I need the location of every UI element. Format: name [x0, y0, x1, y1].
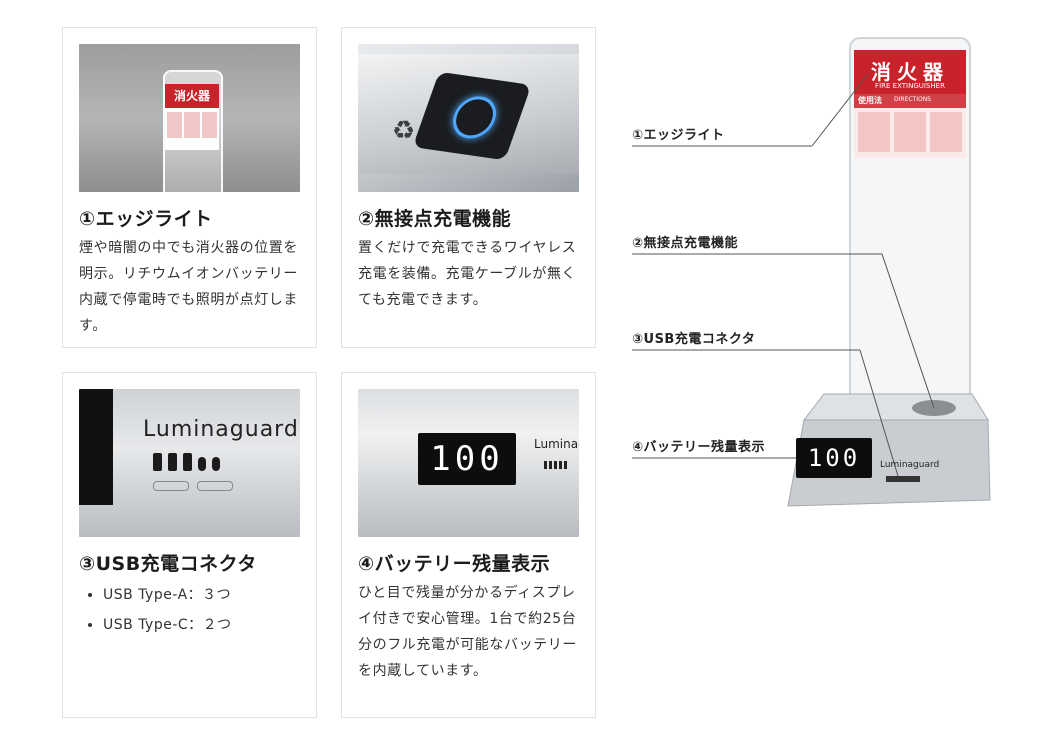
- card-title: ①エッジライト: [79, 208, 213, 230]
- diagram-brand-logo: Luminaguard: [880, 460, 940, 470]
- callout-edge-light: ①エッジライト: [632, 128, 725, 143]
- sign-header: 消火器: [165, 84, 219, 108]
- card-body: 煙や暗闇の中でも消火器の位置を明示。リチウムイオンバッテリー内蔵で停電時でも照明…: [79, 240, 298, 334]
- callout-usb: ③USB充電コネクタ: [632, 332, 756, 347]
- card-title: ④バッテリー残量表示: [358, 553, 551, 575]
- usb-ports-photo: Luminaguard: [79, 389, 300, 537]
- product-diagram: 消火器 FIRE EXTINGUISHER 使用法 DIRECTIONS 100…: [628, 30, 1048, 530]
- charging-ring-icon: [447, 93, 503, 142]
- feature-card-edge-light: 消火器 ①エッジライト 煙や暗闇の中でも消火器の位置を明示。リチウムイオンバッテ…: [62, 27, 317, 348]
- sign-directions-en: DIRECTIONS: [894, 96, 931, 103]
- brand-logo: Luminaguard: [143, 417, 299, 442]
- battery-display: 100: [418, 433, 516, 485]
- extinguisher-icon: ♻: [392, 116, 416, 146]
- sign-directions: 使用法: [858, 96, 882, 105]
- callout-battery: ④バッテリー残量表示: [632, 440, 766, 455]
- edge-light-photo: 消火器: [79, 44, 300, 192]
- feature-card-battery: 100 Luminag ④バッテリー残量表示 ひと目で残量が分かるディスプレイ付…: [341, 372, 596, 718]
- card-title: ②無接点充電機能: [358, 208, 512, 230]
- diagram-battery-display: 100: [807, 444, 861, 472]
- brand-logo: Luminag: [534, 437, 579, 451]
- product-illustration: [632, 37, 991, 507]
- feature-card-usb: Luminaguard ③USB充電コネクタ USB Type-A：３つ USB…: [62, 372, 317, 718]
- list-item: USB Type-C：２つ: [103, 610, 300, 640]
- card-title: ③USB充電コネクタ: [79, 553, 257, 575]
- fire-extinguisher-sign: 消火器: [165, 84, 219, 150]
- battery-display-photo: 100 Luminag: [358, 389, 579, 537]
- card-body: 置くだけで充電できるワイヤレス充電を装備。充電ケーブルが無くても充電できます。: [358, 240, 577, 308]
- sign-subtitle: FIRE EXTINGUISHER: [875, 82, 945, 90]
- usb-ports: [153, 453, 220, 471]
- sign-header-text: 消火器: [871, 60, 949, 84]
- wireless-charging-photo: ♻: [358, 44, 579, 192]
- feature-card-wireless-charging: ♻ ②無接点充電機能 置くだけで充電できるワイヤレス充電を装備。充電ケーブルが無…: [341, 27, 596, 348]
- card-body: ひと目で残量が分かるディスプレイ付きで安心管理。1台で約25台分のフル充電が可能…: [358, 585, 577, 679]
- callout-wireless-charging: ②無接点充電機能: [632, 236, 739, 251]
- list-item: USB Type-A：３つ: [103, 580, 300, 610]
- usb-spec-list: USB Type-A：３つ USB Type-C：２つ: [79, 580, 300, 640]
